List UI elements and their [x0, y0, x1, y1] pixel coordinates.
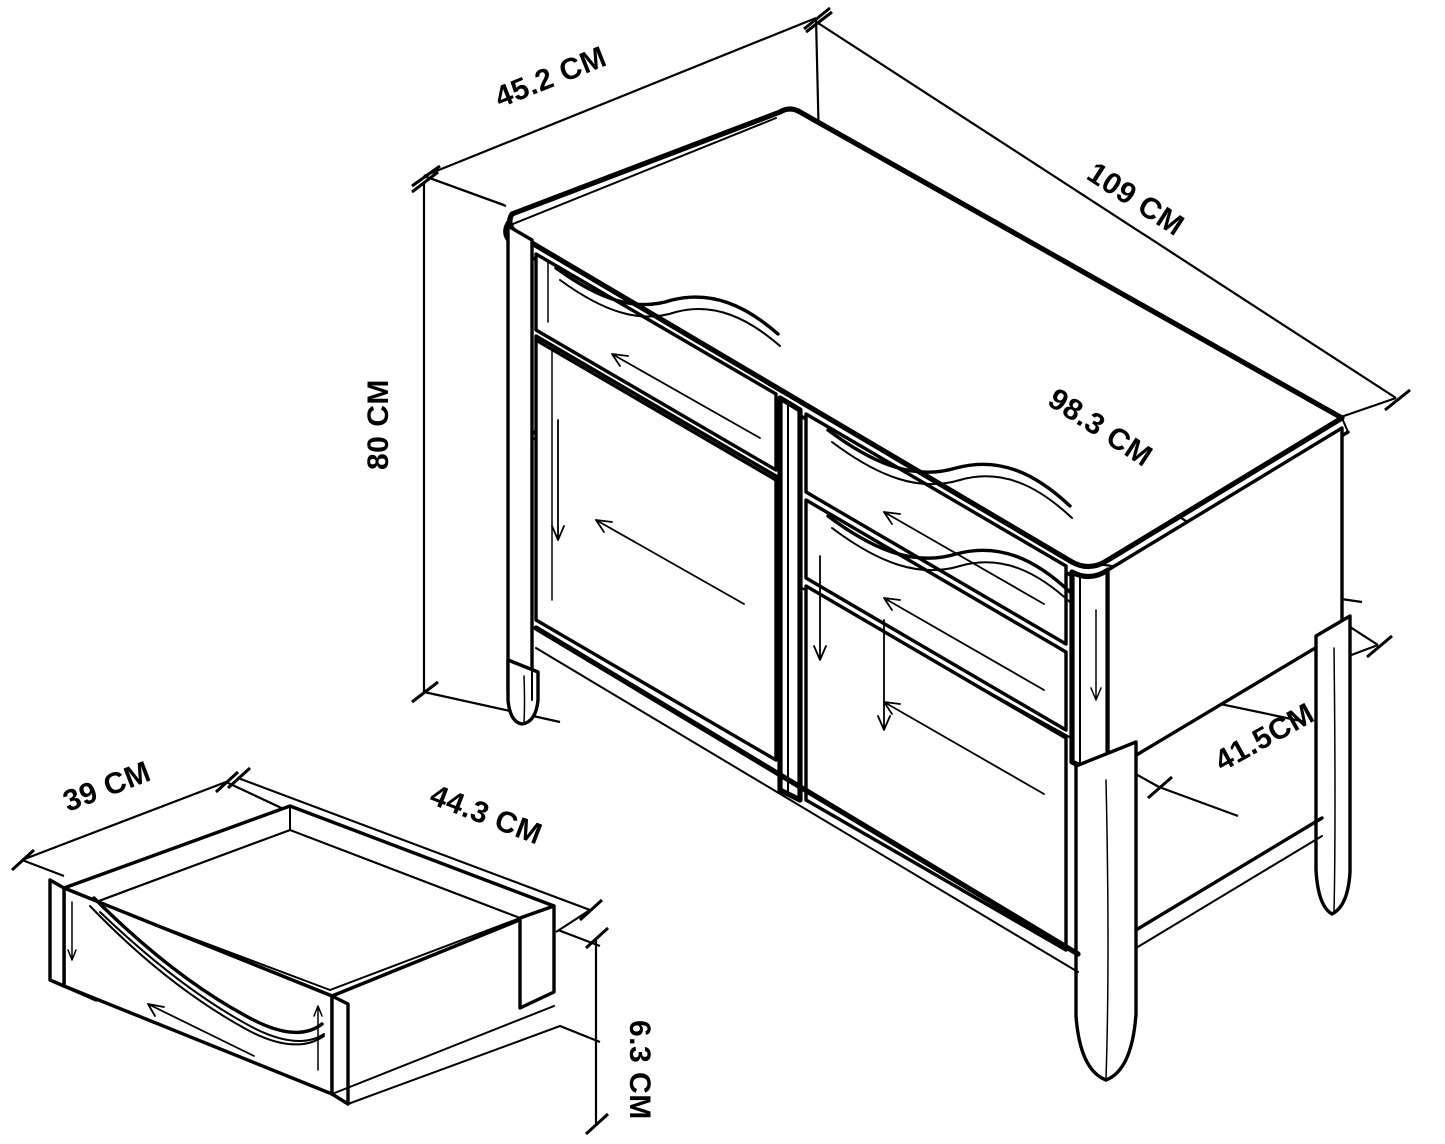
drawer-handle-recess-outer — [89, 905, 325, 1046]
drawer-front-endcap-left — [48, 878, 66, 988]
label-height-80: 80 CM — [362, 379, 395, 470]
drawer-handle-recess-inner — [99, 911, 325, 1042]
grain-arrow-top-left-a — [611, 353, 761, 439]
cabinet-centre-stile — [777, 395, 803, 803]
drawer-bottom-right-edge — [347, 1025, 561, 1105]
cabinet-top-edge-right — [1341, 417, 1349, 433]
cabinet-bottom-rail-right-lower — [1135, 835, 1323, 949]
drawer-side-wall-right — [518, 904, 556, 1010]
cabinet-front-right-post — [1069, 567, 1111, 770]
handle-recess-top-right-inner — [831, 441, 1073, 519]
cabinet-leg-front-left-taper — [523, 675, 526, 723]
grain-arrow-lower-left-a — [595, 519, 745, 605]
cabinet-bottom-rail-right — [1134, 816, 1324, 932]
grain-arrow-middle-right-a — [883, 597, 1045, 691]
cabinet-bottom-rail-front-lower — [535, 647, 1079, 973]
grain-arrow-lower-right-b — [813, 555, 827, 661]
cabinet-leg-front-right — [1074, 740, 1138, 1082]
dim-drawer-width-44-3 — [226, 766, 604, 933]
handle-recess-top-left-inner — [559, 279, 781, 347]
cabinet-left-side-panel — [506, 224, 534, 704]
handle-recess-middle-right-inner — [831, 527, 1073, 605]
grain-arrow-lower-right-c — [877, 619, 891, 731]
dim-height-80 — [411, 170, 561, 724]
drawer-bottom-front-edge — [63, 985, 333, 1095]
drawer-endcap-left-grain — [67, 901, 77, 961]
label-drawer-width-44-3: 44.3 CM — [425, 779, 546, 852]
door-lower-left-top-rail — [534, 338, 778, 482]
cabinet-top-edge-front-lower — [519, 235, 1073, 563]
front-right-post-grain — [1090, 609, 1102, 701]
grain-arrow-lower-right-a — [883, 701, 1045, 795]
drawer-front-middle-right — [804, 498, 1068, 732]
cabinet-back-left-top — [507, 117, 777, 227]
dim-drawer-height-6-3 — [557, 926, 610, 1136]
handle-recess-top-left — [554, 266, 780, 336]
right-side-panel-lower-edge — [1107, 631, 1343, 773]
door-front-lower-left — [534, 334, 778, 762]
cabinet-top-edge-back-left — [511, 111, 781, 215]
drawer-handle-recess — [92, 896, 324, 1035]
label-depth-41-5: 41.5CM — [1209, 697, 1319, 778]
drawer-front-top-right — [804, 412, 1068, 646]
cabinet-back-top-edge — [799, 111, 1343, 419]
drawer-dimension-lines — [10, 766, 610, 1136]
dim-drawer-depth-39 — [10, 770, 291, 878]
grain-arrow-top-right-a — [883, 511, 1045, 605]
cabinet-leg-front-right-taper — [1105, 779, 1109, 1079]
cabinet-leg-front-left — [506, 658, 540, 726]
handle-recess-top-right — [826, 428, 1072, 508]
drawer-front-grain-arrow — [147, 1003, 255, 1057]
label-drawer-height-6-3: 6.3 CM — [623, 1020, 656, 1120]
cabinet-leg-rear-right — [1314, 614, 1352, 916]
cabinet-body — [503, 106, 1352, 1082]
drawer-right-lower-edge — [331, 1005, 555, 1095]
dim-width-109 — [805, 10, 1411, 420]
drawer-detail-assembly — [10, 766, 610, 1136]
cabinet-leg-rear-right-taper — [1333, 647, 1336, 913]
drawer-front-top-left — [534, 252, 778, 472]
label-drawer-depth-39: 39 CM — [59, 755, 156, 818]
grain-arrow-lower-left-b — [551, 419, 565, 541]
label-depth-45-2: 45.2 CM — [490, 40, 611, 114]
handle-recess-middle-right — [826, 514, 1072, 594]
cabinet-bottom-rail-front — [533, 625, 1081, 957]
drawer-back-wall-inner-right — [289, 829, 521, 919]
drawer-front-lower-right — [804, 584, 1068, 952]
